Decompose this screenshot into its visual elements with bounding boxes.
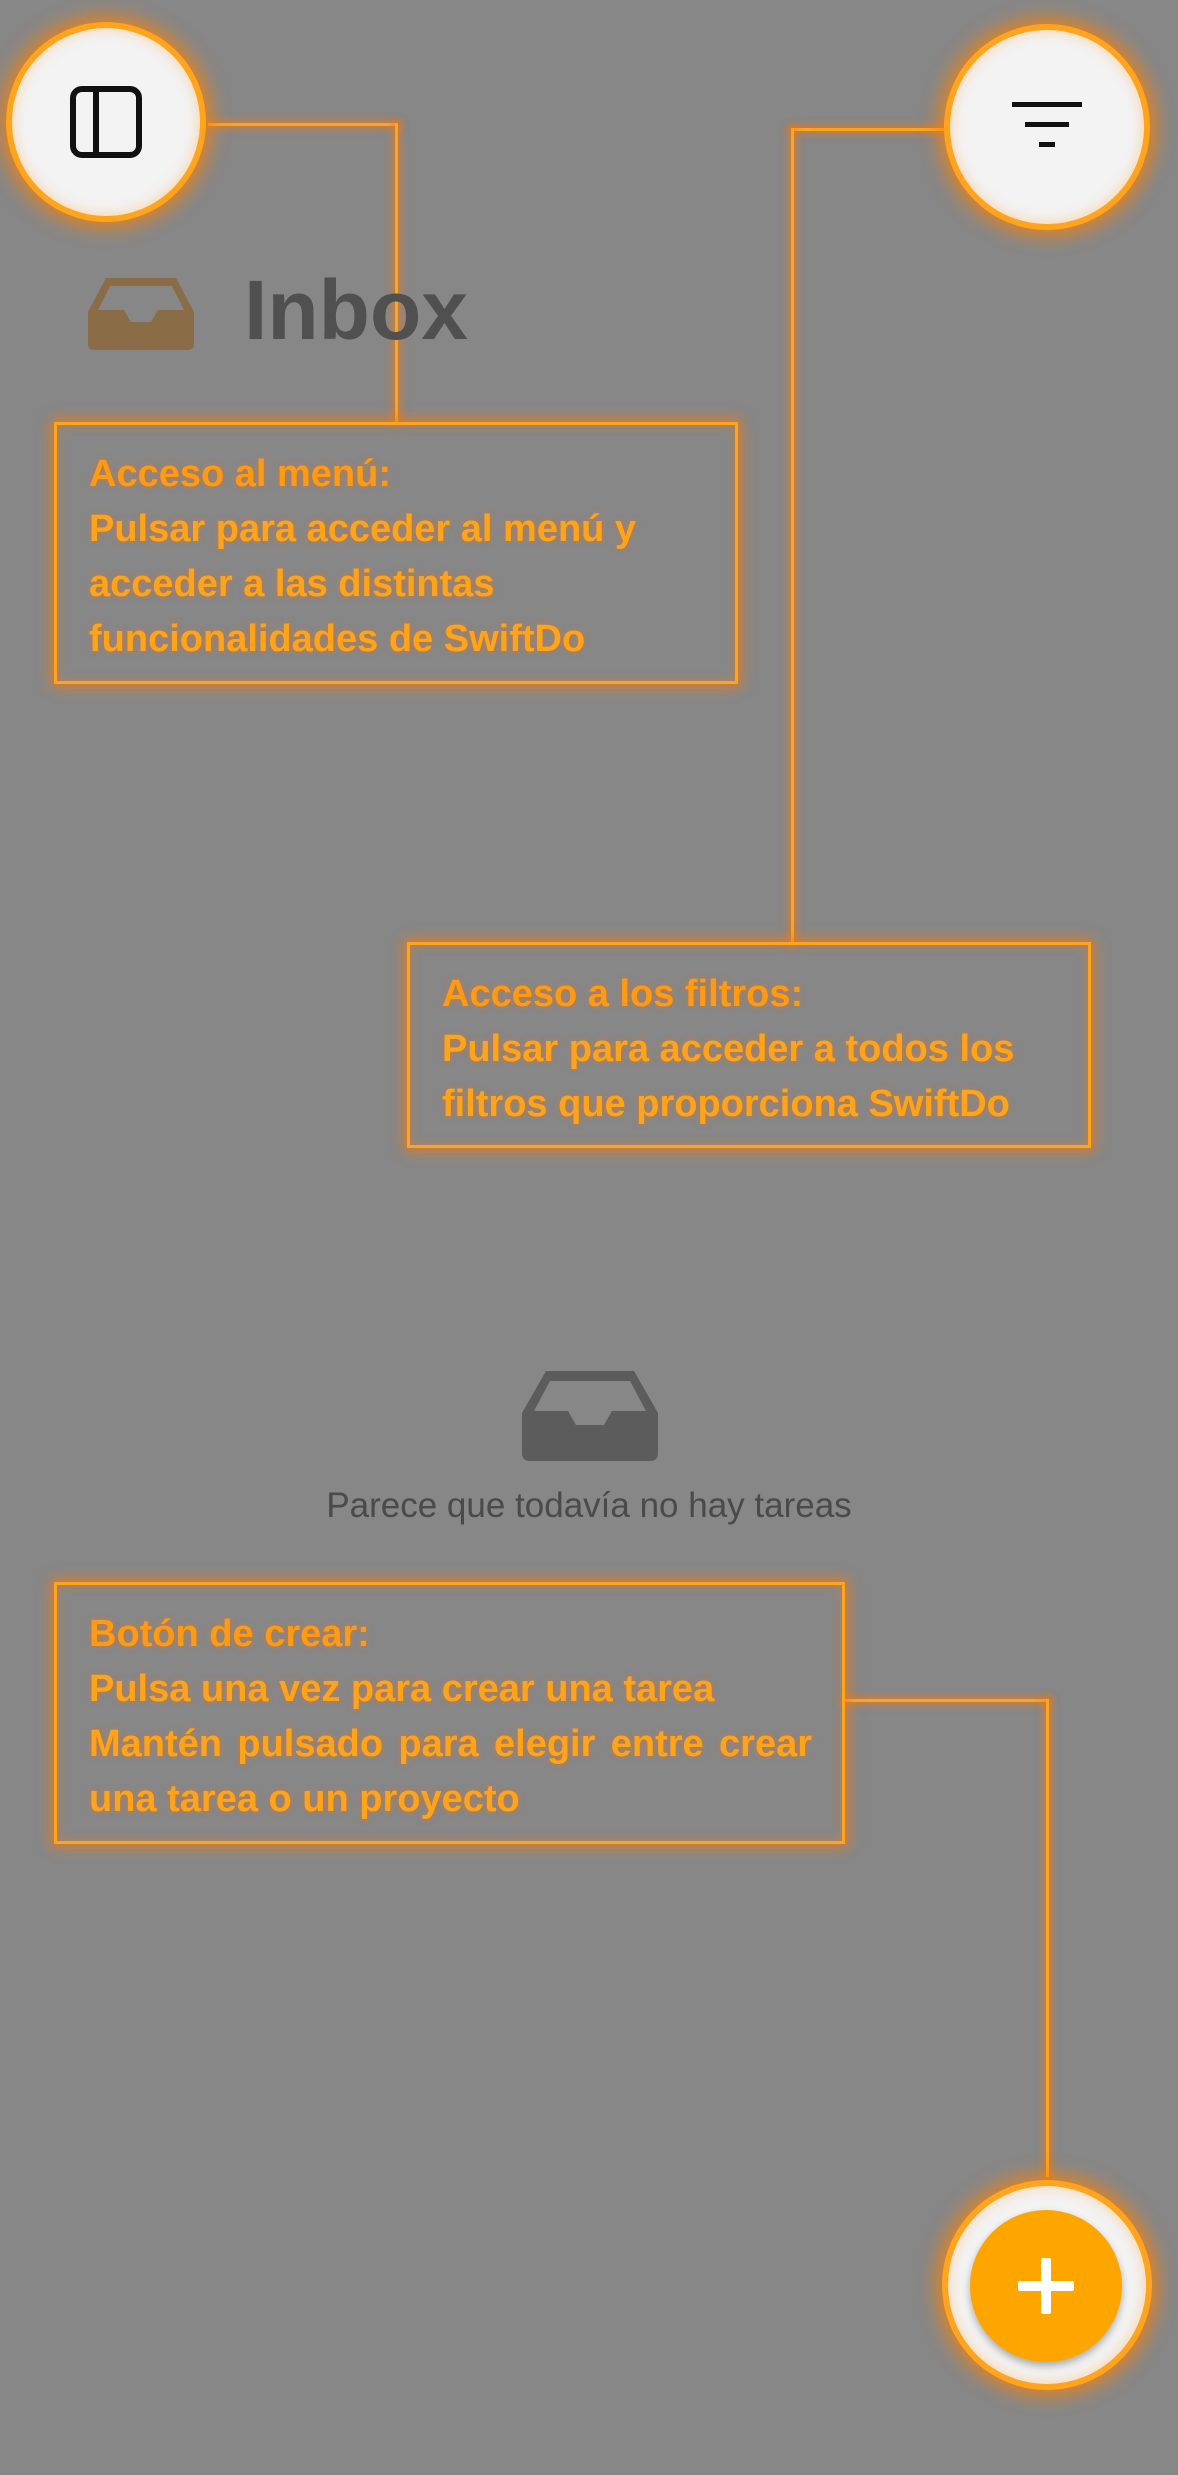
tooltip-create-line2: Mantén pulsado para elegir entre crear u…: [89, 1723, 812, 1820]
filter-button[interactable]: [944, 24, 1150, 230]
inbox-tray-icon: [522, 1371, 658, 1461]
tooltip-create-title: Botón de crear:: [89, 1613, 370, 1655]
menu-button[interactable]: [6, 22, 206, 222]
filter-connector-h: [791, 128, 946, 131]
create-connector-v: [1046, 1699, 1049, 2177]
menu-connector-v: [395, 123, 398, 423]
sidebar-toggle-icon: [70, 86, 142, 158]
inbox-tray-icon: [88, 278, 194, 350]
tooltip-menu-body: Pulsar para acceder al menú y acceder a …: [89, 508, 637, 660]
tooltip-filters-body: Pulsar para acceder a todos los filtros …: [442, 1028, 1015, 1125]
filter-icon: [1012, 102, 1082, 147]
tooltip-filters-title: Acceso a los filtros:: [442, 973, 804, 1015]
menu-connector-h: [208, 123, 398, 126]
tooltip-menu: Acceso al menú: Pulsar para acceder al m…: [54, 422, 738, 684]
tooltip-create: Botón de crear: Pulsa una vez para crear…: [54, 1582, 845, 1844]
create-button[interactable]: [970, 2210, 1122, 2362]
plus-icon: [1018, 2258, 1074, 2314]
page-title: Inbox: [244, 263, 468, 357]
create-connector-h: [843, 1699, 1049, 1702]
tooltip-create-line1: Pulsa una vez para crear una tarea: [89, 1668, 715, 1710]
tooltip-menu-title: Acceso al menú:: [89, 453, 391, 495]
tooltip-filters: Acceso a los filtros: Pulsar para accede…: [407, 942, 1091, 1148]
empty-state-message: Parece que todavía no hay tareas: [326, 1486, 852, 1525]
filter-connector-v: [791, 128, 794, 944]
